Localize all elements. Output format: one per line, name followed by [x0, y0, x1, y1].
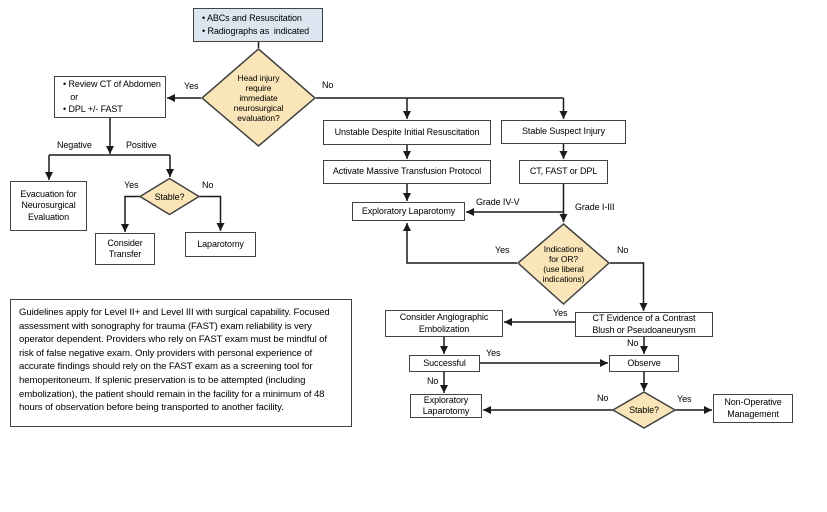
negative-label: Negative: [57, 140, 92, 150]
indications-yes-label: Yes: [495, 245, 510, 255]
head-injury-decision-diamond: [200, 48, 317, 147]
edge-stable1-yes-to-transfer: [121, 195, 140, 232]
ct-fast-dpl-box: CT, FAST or DPL: [519, 160, 608, 184]
edge-indications-yes-to-explap1: [403, 223, 517, 264]
stable1-no-label: No: [202, 180, 214, 190]
successful-no-label: No: [427, 376, 439, 386]
head-no-label: No: [322, 80, 334, 90]
indications-no-label: No: [617, 245, 629, 255]
stable1-yes-label: Yes: [124, 180, 139, 190]
unstable-despite-box: Unstable Despite Initial Resuscitation: [323, 120, 491, 145]
indications-or-decision-label: Indications for OR? (use liberal indicat…: [542, 243, 585, 284]
exploratory-laparotomy-1-box: Exploratory Laparotomy: [352, 202, 465, 221]
grade-i-iii-label: Grade I-III: [575, 202, 615, 212]
consider-angio-box: Consider Angiographic Embolization: [385, 310, 503, 337]
positive-label: Positive: [126, 140, 157, 150]
observe-box: Observe: [609, 355, 679, 372]
ct-evidence-yes-label: Yes: [553, 308, 568, 318]
indications-or-decision-diamond: [516, 223, 611, 306]
successful-box: Successful: [409, 355, 480, 372]
stable2-yes-label: Yes: [677, 394, 692, 404]
stable2-no-label: No: [597, 393, 609, 403]
activate-mtp-box: Activate Massive Transfusion Protocol: [323, 160, 491, 184]
consider-transfer-box: Consider Transfer: [95, 233, 155, 265]
stable1-decision-label: Stable?: [154, 191, 185, 202]
grade-iv-v-label: Grade IV-V: [476, 197, 520, 207]
stable2-decision-label: Stable?: [629, 405, 659, 415]
non-operative-box: Non-Operative Management: [713, 394, 793, 423]
edge-stable1-no-to-laparotomy: [199, 195, 225, 231]
successful-yes-label: Yes: [486, 348, 501, 358]
head-yes-label: Yes: [184, 81, 199, 91]
abcs-resuscitation-box: • ABCs and Resuscitation • Radiographs a…: [193, 8, 323, 42]
guidelines-note: Guidelines apply for Level II+ and Level…: [10, 299, 352, 427]
laparotomy-box: Laparotomy: [185, 232, 256, 257]
exploratory-laparotomy-2-box: Exploratory Laparotomy: [410, 394, 482, 418]
head-injury-decision-label: Head injury require immediate neurosurgi…: [233, 73, 284, 123]
ct-evidence-no-label: No: [627, 338, 639, 348]
stable-suspect-box: Stable Suspect Injury: [501, 120, 626, 144]
edge-indications-no-to-ctevidence: [610, 262, 648, 311]
evacuation-box: Evacuation for Neurosurgical Evaluation: [10, 181, 87, 231]
stable2-decision-diamond: [611, 391, 677, 429]
review-ct-box: • Review CT of Abdomen or • DPL +/- FAST: [54, 76, 166, 118]
ct-evidence-box: CT Evidence of a Contrast Blush or Pseud…: [575, 312, 713, 337]
stable1-decision-diamond: [138, 177, 201, 216]
